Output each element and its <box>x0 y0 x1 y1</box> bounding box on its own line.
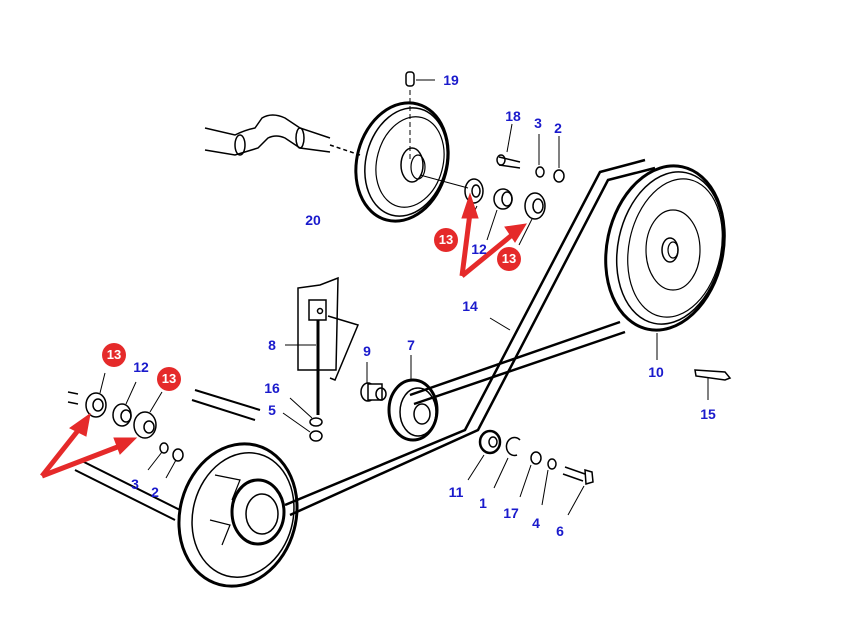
callout-16: 16 <box>264 380 280 396</box>
highlight-badge-13: 13 <box>157 367 181 391</box>
pin-19 <box>405 71 435 87</box>
highlight-badge-13: 13 <box>434 228 458 252</box>
v-belt-14 <box>74 158 656 521</box>
callout-15: 15 <box>700 406 716 422</box>
callout-20: 20 <box>305 212 321 228</box>
highlight-badge-13: 13 <box>497 247 521 271</box>
callout-8: 8 <box>268 337 276 353</box>
callout-14: 14 <box>462 298 478 314</box>
callout-12-upper: 12 <box>471 241 487 257</box>
pulley-bottom <box>177 442 299 588</box>
callout-2-upper: 2 <box>554 120 562 136</box>
callout-19: 19 <box>443 72 459 88</box>
callout-4: 4 <box>532 515 540 531</box>
callout-2-lower: 2 <box>151 484 159 500</box>
drive-shaft <box>204 114 361 156</box>
highlight-arrows <box>40 192 527 479</box>
callout-18: 18 <box>505 108 521 124</box>
pulley-20 <box>354 90 469 223</box>
tensioner-8 <box>282 276 360 442</box>
upper-hardware <box>464 123 565 246</box>
callout-7: 7 <box>407 337 415 353</box>
callout-10: 10 <box>648 364 664 380</box>
left-hardware <box>67 372 184 479</box>
callout-5: 5 <box>268 402 276 418</box>
callout-3-upper: 3 <box>534 115 542 131</box>
callout-9: 9 <box>363 343 371 359</box>
callout-11: 11 <box>448 484 464 500</box>
callout-1: 1 <box>479 495 487 511</box>
callout-3-lower: 3 <box>131 476 139 492</box>
idler-7 <box>360 355 439 442</box>
highlight-badge-13: 13 <box>102 343 126 367</box>
pulley-10 <box>604 164 726 360</box>
right-hardware <box>467 369 732 516</box>
callout-6: 6 <box>556 523 564 539</box>
callout-17: 17 <box>503 505 519 521</box>
callout-12-lower: 12 <box>133 359 149 375</box>
